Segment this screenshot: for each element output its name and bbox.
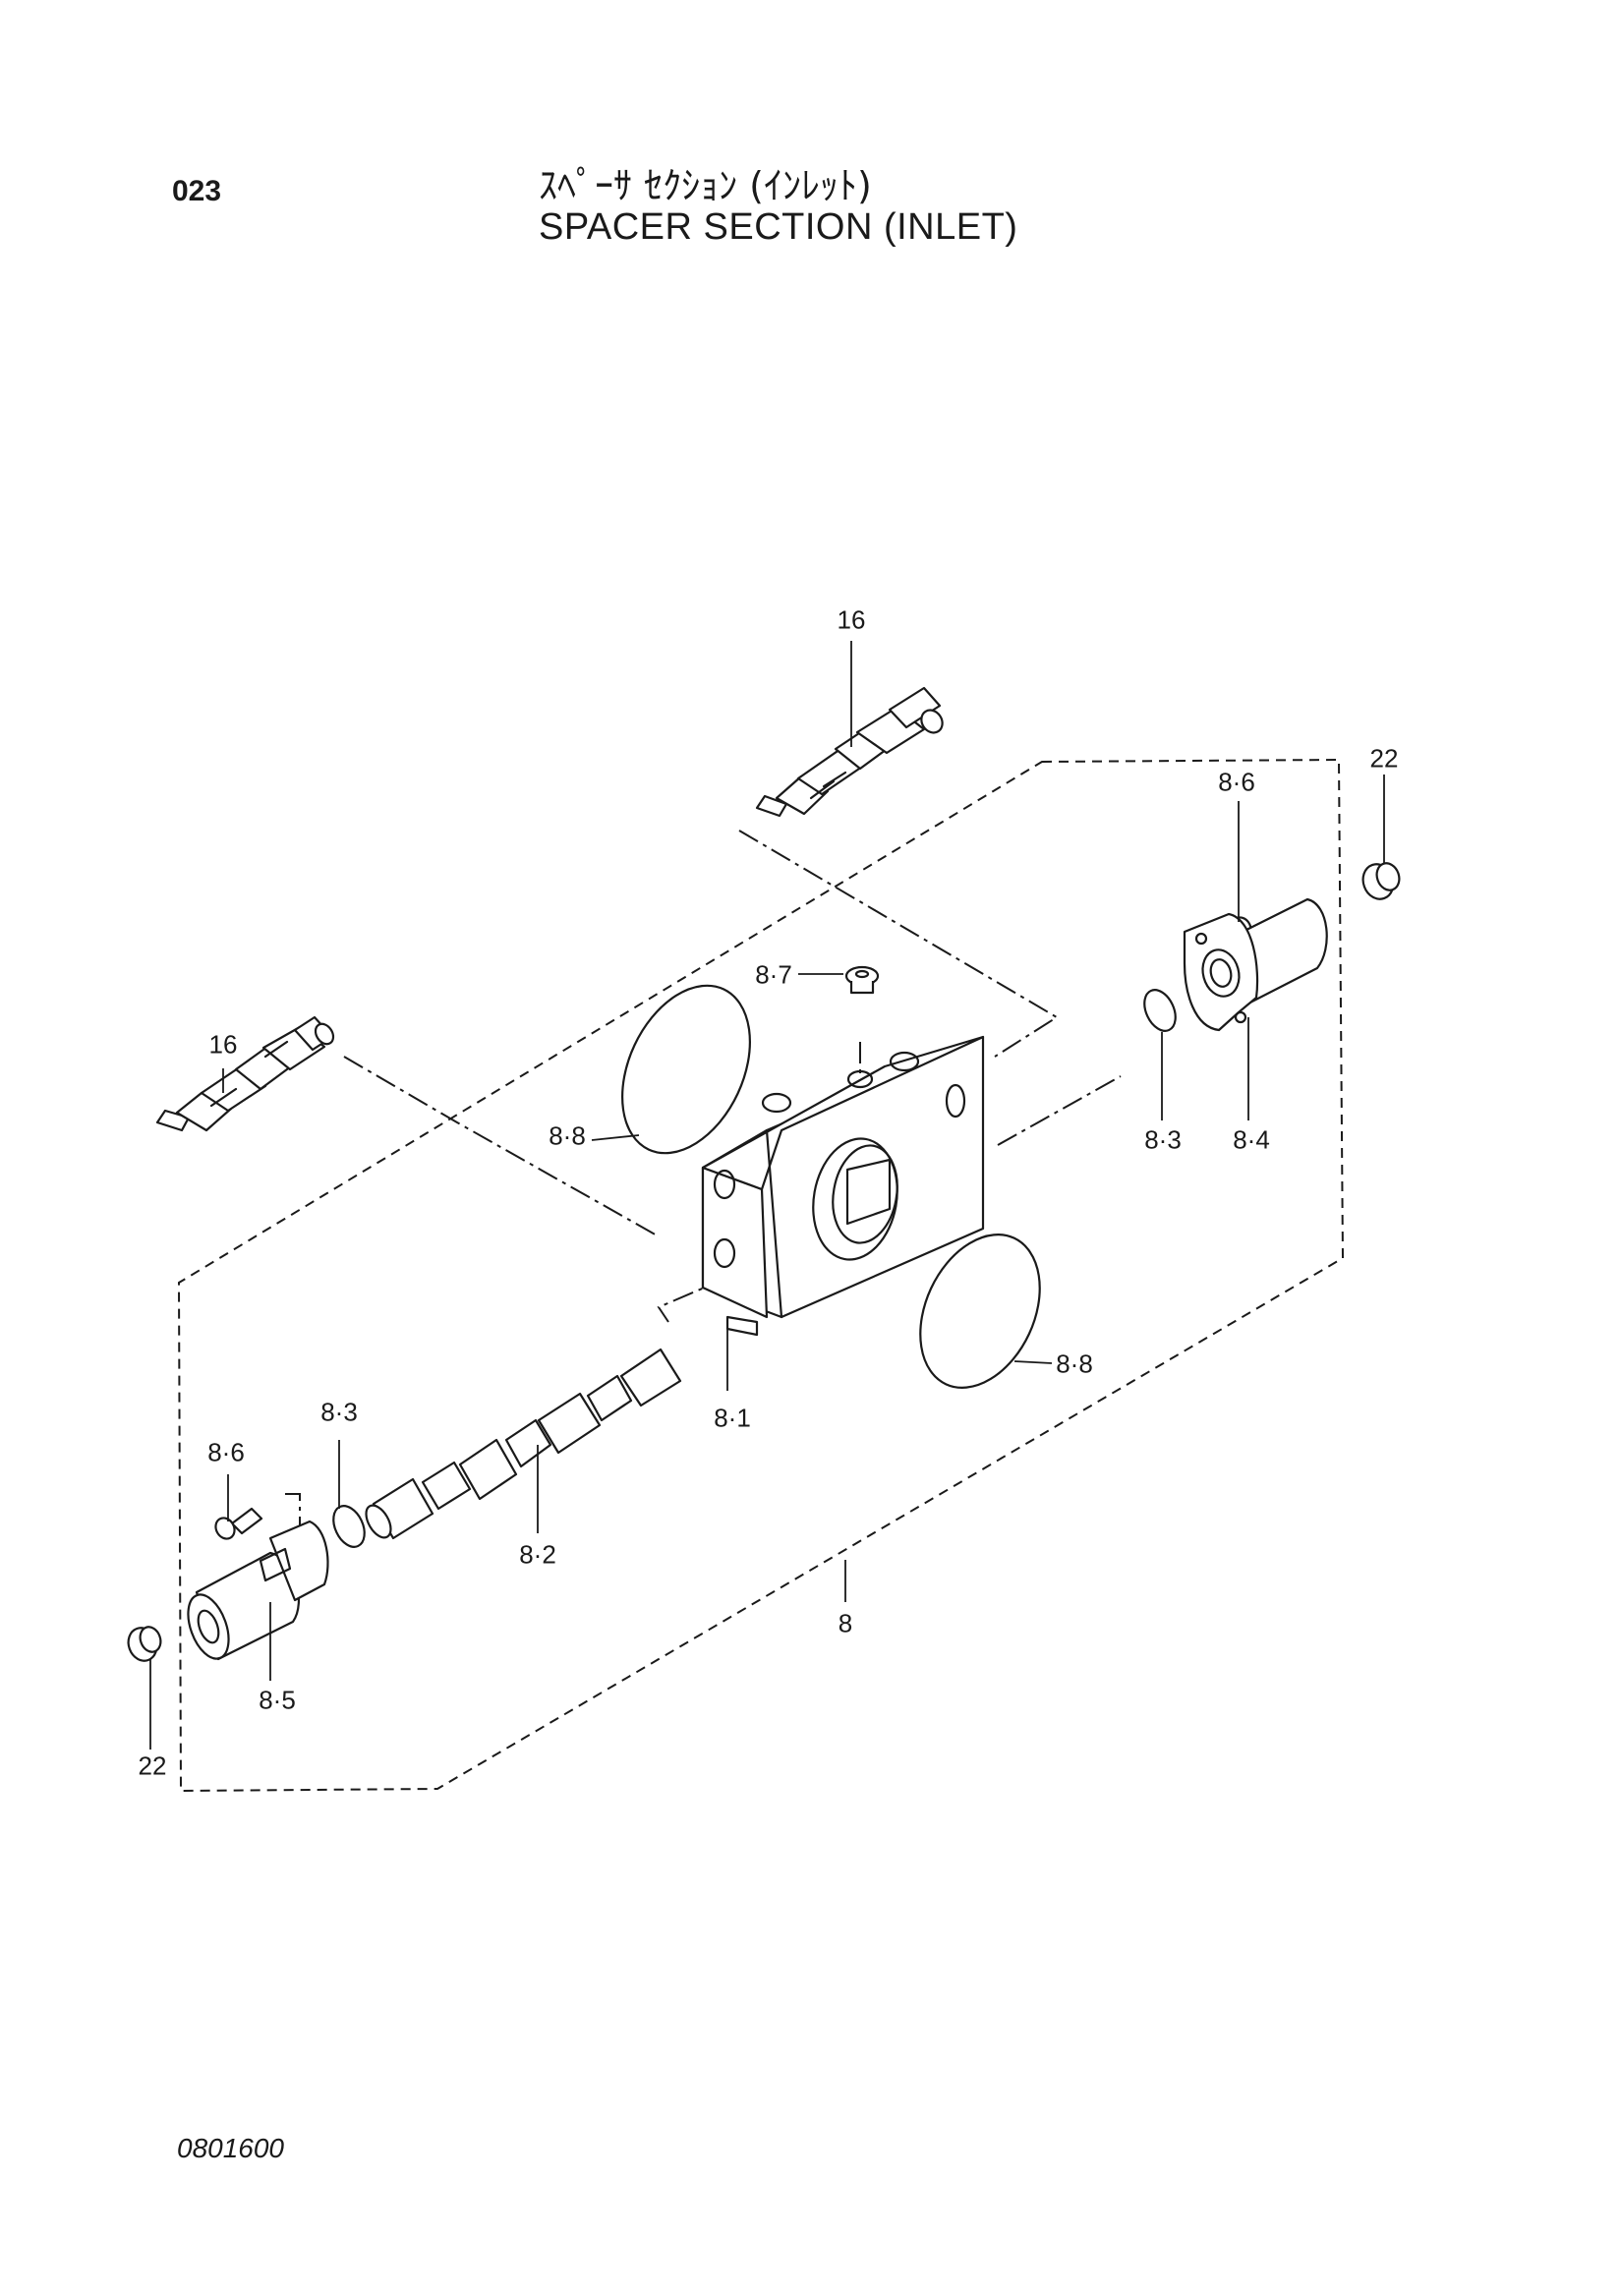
page-number: 023 (172, 175, 222, 207)
callout-16-left: 16 (208, 1029, 238, 1060)
callout-8-3-right: 8·3 (1144, 1124, 1182, 1155)
callout-8-8-upper: 8·8 (549, 1120, 586, 1151)
spacer-body-8-1 (701, 1035, 985, 1337)
cover-8-5 (187, 1520, 329, 1661)
callout-16-top: 16 (837, 604, 866, 635)
assembly-boundary-8 (177, 758, 1345, 1793)
bolt-8-6-left (214, 1507, 263, 1540)
callout-22-left: 22 (138, 1751, 167, 1781)
axis-line-spool (657, 1277, 728, 1323)
axis-line-left-relief (343, 1056, 660, 1237)
o-ring-8-8-lower (919, 1234, 1041, 1389)
callout-8-5: 8·5 (259, 1685, 296, 1715)
title-english: SPACER SECTION (INLET) (539, 206, 1018, 248)
relief-valve-16-top (755, 686, 944, 818)
plug-8-7 (844, 965, 880, 995)
callout-8-4: 8·4 (1233, 1124, 1270, 1155)
axis-line-left-bolt (285, 1493, 301, 1563)
callout-8-6-right: 8·6 (1218, 767, 1255, 797)
o-ring-8-3-right (1143, 989, 1177, 1032)
plug-22-right (1361, 862, 1401, 900)
plug-22-left (127, 1626, 162, 1662)
title-japanese: ｽﾍﾟｰｻ ｾｸｼｮﾝ (ｲﾝﾚｯﾄ) (539, 164, 872, 207)
callout-8-1: 8·1 (714, 1403, 751, 1433)
relief-valve-16-left (155, 1015, 335, 1132)
callout-8-6-left: 8·6 (207, 1437, 245, 1467)
o-ring-8-8-upper (621, 984, 751, 1155)
callout-8-3-left: 8·3 (320, 1397, 358, 1427)
spool-8-2 (365, 1348, 682, 1540)
axis-line-right-port (997, 1075, 1122, 1146)
callout-8-2: 8·2 (519, 1539, 556, 1570)
callout-8: 8 (838, 1608, 853, 1638)
callout-8-7: 8·7 (755, 959, 792, 990)
drawing-code: 0801600 (177, 2133, 285, 2163)
o-ring-8-3-left (332, 1505, 366, 1548)
cover-8-4 (1183, 897, 1328, 1032)
axis-line-top-relief (738, 830, 1059, 1058)
callout-8-8-lower: 8·8 (1056, 1349, 1093, 1379)
callout-22-right: 22 (1369, 743, 1399, 774)
